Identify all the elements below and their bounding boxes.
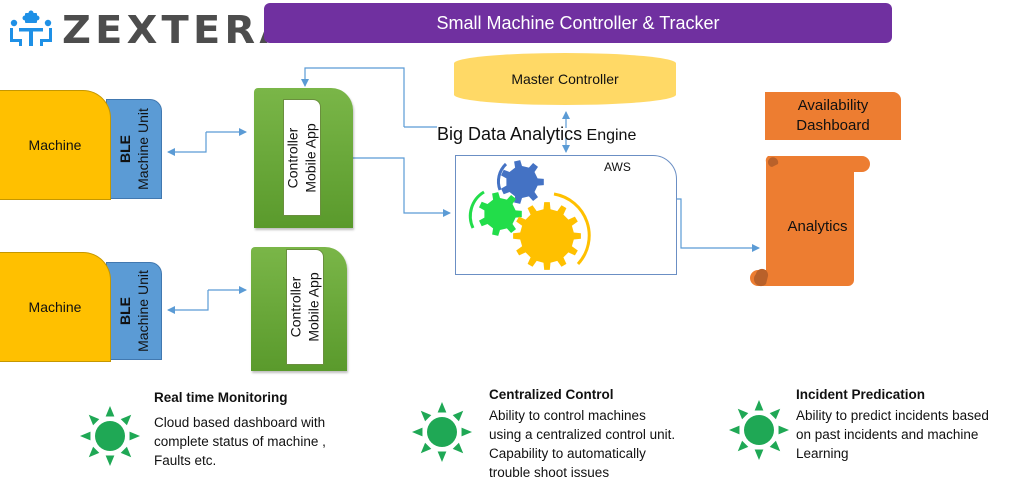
team-puzzle-icon [10,10,52,46]
logo: ZEXTERA [8,8,290,52]
sun-ray [769,408,781,420]
engine-label-main: Big Data Analytics [437,124,583,144]
feature-icon-2 [410,400,474,469]
engine-label-suffix: Engine [582,127,637,144]
app-label-line1: Controller [288,276,304,338]
sun-icon [80,406,140,466]
sun-ray [737,408,749,420]
feature-desc: Ability to predict incidents based on pa… [796,406,1024,463]
feature-desc-line: Learning [796,446,849,461]
connector-master-app1 [301,67,405,127]
arc-yellow [553,192,591,266]
gear-blue [501,160,544,204]
sun-ray [105,406,115,417]
feature-desc: Ability to control machines using a cent… [489,406,719,482]
ble-unit-label: Machine Unit [135,108,152,190]
sun-core [95,421,125,451]
aws-label: AWS [604,160,631,174]
sun-ray [88,446,100,458]
sun-ray [452,442,464,454]
sun-core [427,417,457,447]
sun-ray [120,414,132,426]
sun-ray [88,414,100,426]
sun-ray [412,427,423,437]
sun-ray [778,425,789,435]
feature-desc-line: trouble shoot issues [489,465,610,480]
sun-ray [754,400,764,411]
sun-ray [105,455,115,466]
arc-green [468,190,485,229]
controller-app-2: Controller Mobile App [251,247,347,371]
availability-dashboard: Availability Dashboard [765,92,901,140]
sun-ray [437,451,447,462]
feature-desc-line: using a centralized control unit. [489,427,676,442]
feature-title: Incident Predication [796,387,926,402]
feature-desc-line: on past incidents and machine [796,427,979,442]
sun-ray [461,427,472,437]
feature-desc-line: Capability to automatically [489,446,646,461]
ble-unit-label: Machine Unit [135,270,152,352]
title-text: Small Machine Controller & Tracker [436,12,720,33]
availability-line1: Availability [797,97,869,114]
feature-icon-1 [78,404,142,473]
feature-icon-3 [727,398,791,467]
feature-desc-line: Cloud based dashboard with [154,415,326,430]
master-controller: Master Controller [454,53,676,105]
arc-blue [496,162,508,191]
connector-ble1-app1 [167,132,207,156]
sun-ray [452,410,464,422]
feature-title: Centralized Control [489,387,614,402]
ble-label: BLE [117,135,134,164]
engine-label: Big Data Analytics Engine [437,124,636,145]
sun-ray [129,431,140,441]
machine-label: Machine [28,299,82,315]
gear-green [479,192,522,236]
sun-ray [420,410,432,422]
analytics-label: Analytics [787,218,848,235]
sun-core [744,415,774,445]
machine-block-1: Machine [0,90,111,200]
app-label-line2: Mobile App [306,272,322,342]
feature-desc-line: complete status of machine , [154,434,326,449]
feature-desc-line: Ability to predict incidents based [796,408,989,423]
feature-incident-prediction: Incident Predication Ability to predict … [796,387,1024,463]
feature-desc: Cloud based dashboard with complete stat… [154,413,394,470]
sun-ray [420,442,432,454]
app-label-line1: Controller [285,127,301,188]
connector-app1-engine [353,157,451,217]
ble-label: BLE [117,297,134,326]
sun-ray [769,440,781,452]
machine-label: Machine [28,137,82,153]
sun-ray [120,446,132,458]
sun-ray [437,402,447,413]
availability-line2: Dashboard [796,117,870,134]
ble-unit-2: BLE Machine Unit [106,262,162,360]
feature-title: Real time Monitoring [154,390,288,405]
feature-centralized-control: Centralized Control Ability to control m… [489,387,719,482]
controller-app-1: Controller Mobile App [254,88,353,228]
ble-unit-1: BLE Machine Unit [106,99,162,199]
gears-icon [468,160,591,270]
feature-desc-line: Ability to control machines [489,408,646,423]
gear-yellow [513,202,581,270]
title-banner: Small Machine Controller & Tracker [264,3,892,43]
connector-ble2-app2 [167,290,209,314]
machine-block-2: Machine [0,252,111,362]
sun-ray [80,431,91,441]
logo-text: ZEXTERA [62,8,295,52]
app-label-line2: Mobile App [303,122,319,193]
feature-desc-line: Faults etc. [154,453,217,468]
master-controller-label: Master Controller [511,71,619,87]
analytics-scroll [750,156,870,287]
feature-realtime-monitoring: Real time Monitoring Cloud based dashboa… [154,390,394,470]
sun-icon [729,400,789,460]
sun-ray [737,440,749,452]
sun-icon [412,402,472,462]
sun-ray [729,425,740,435]
sun-ray [754,449,764,460]
